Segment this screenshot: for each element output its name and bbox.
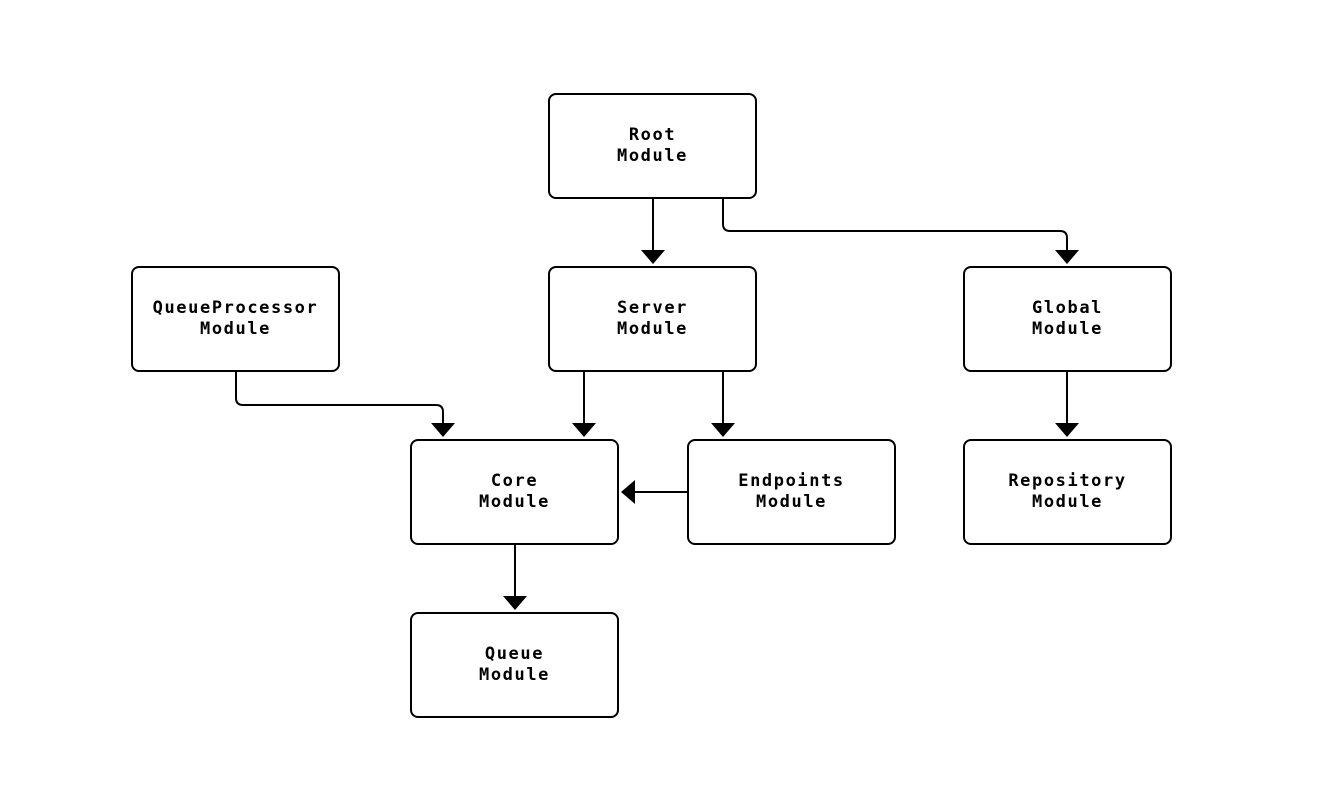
node-core-module-label: Core Module [478, 470, 550, 513]
node-core-module: Core Module [410, 439, 619, 545]
node-endpoints-module: Endpoints Module [687, 439, 896, 545]
node-queueprocessor-module: QueueProcessor Module [131, 266, 340, 372]
edge-queueprocessor-to-core [235, 371, 455, 437]
node-endpoints-module-label: Endpoints Module [738, 470, 845, 513]
node-queue-module: Queue Module [410, 612, 619, 718]
node-server-module: Server Module [548, 266, 757, 372]
node-root-module: Root Module [548, 93, 757, 199]
node-global-module: Global Module [963, 266, 1172, 372]
node-queue-module-label: Queue Module [478, 643, 550, 686]
node-repository-module: Repository Module [963, 439, 1172, 545]
node-repository-module-label: Repository Module [1008, 470, 1127, 513]
node-queueprocessor-module-label: QueueProcessor Module [152, 297, 319, 340]
node-root-module-label: Root Module [616, 124, 688, 167]
node-server-module-label: Server Module [616, 297, 688, 340]
edge-root-to-global [722, 199, 1079, 264]
node-global-module-label: Global Module [1031, 297, 1103, 340]
